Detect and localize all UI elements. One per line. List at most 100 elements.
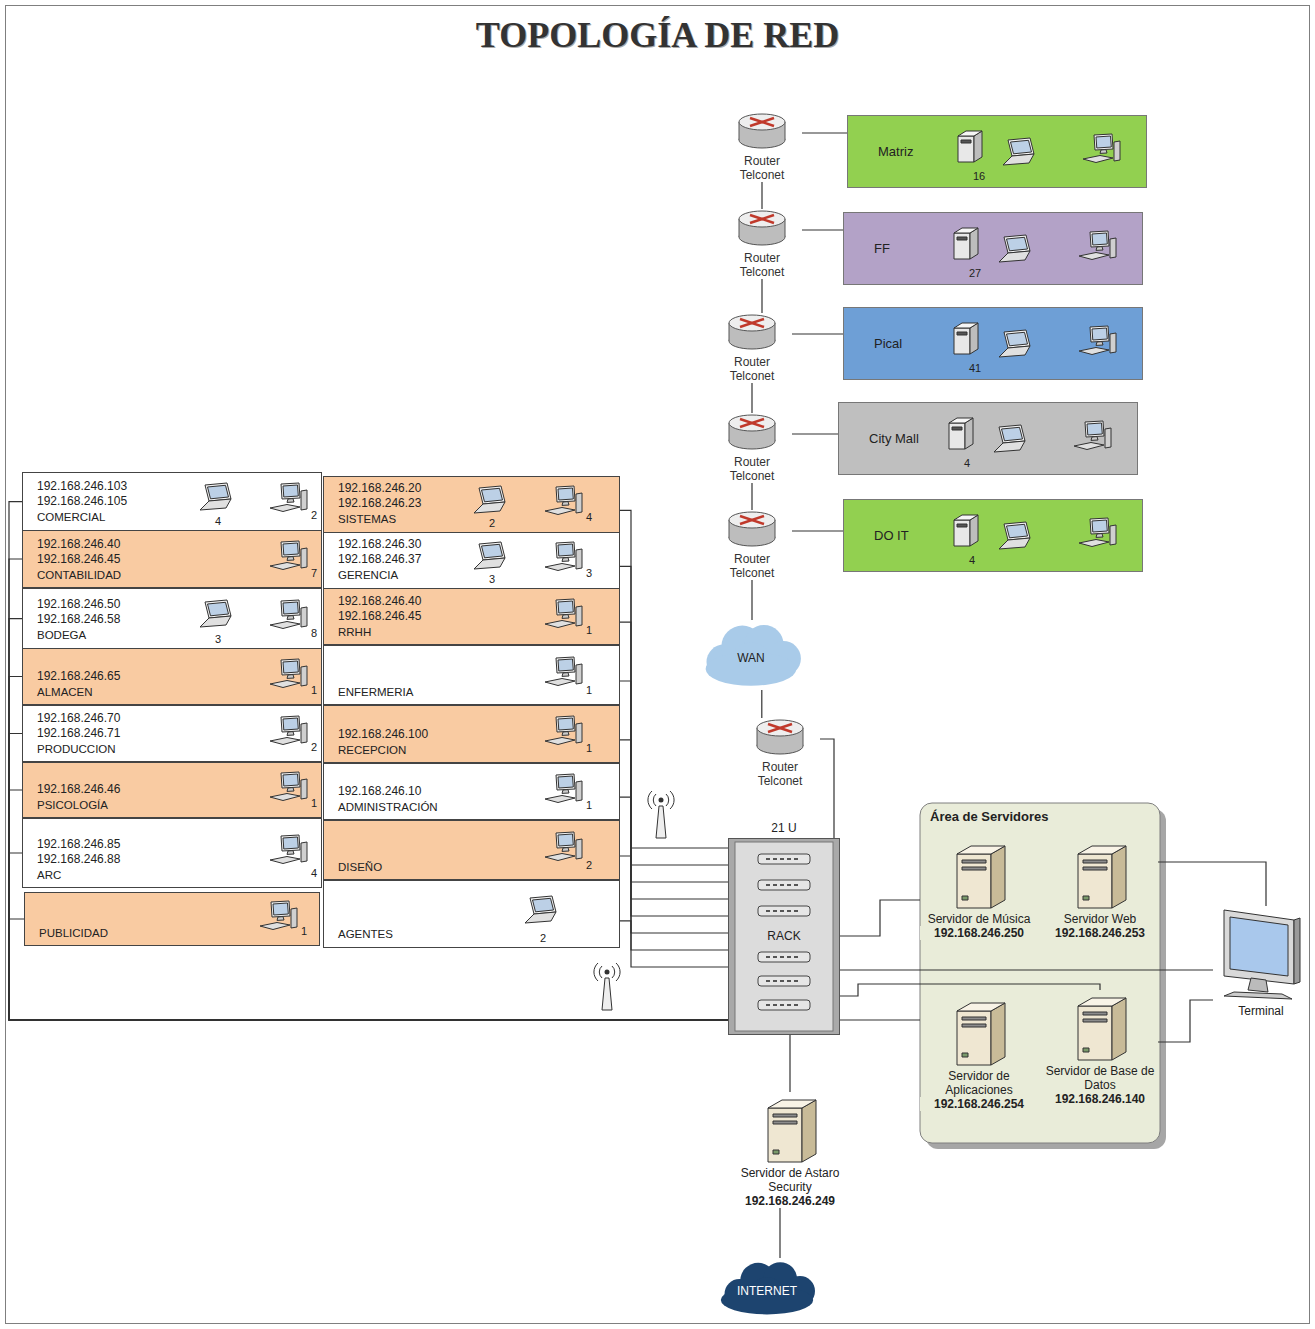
switch-port xyxy=(780,980,784,982)
device-icon xyxy=(469,542,511,572)
icon-shape xyxy=(270,622,300,629)
switch-port xyxy=(780,858,784,860)
device-icon xyxy=(954,320,980,356)
ip-address: 192.168.246.100 xyxy=(338,727,438,742)
icon-shape xyxy=(1110,333,1116,353)
network-link xyxy=(802,132,847,133)
device-count: 1 xyxy=(301,925,307,938)
icon-shape xyxy=(958,131,982,136)
server-area: Área de ServidoresServidor de Música192.… xyxy=(920,803,1160,1143)
wan-cloud: WAN xyxy=(697,620,805,690)
server-icon xyxy=(954,323,978,354)
ip-address: 192.168.246.70 192.168.246.71 xyxy=(37,711,137,741)
network-link xyxy=(820,739,834,838)
device-count: 8 xyxy=(311,627,317,640)
icon-shape xyxy=(1003,154,1034,165)
network-link xyxy=(1158,1000,1213,1042)
icon-shape xyxy=(729,315,775,331)
icon-shape xyxy=(1091,437,1098,441)
router-icon xyxy=(739,211,785,245)
icon-shape xyxy=(994,441,1025,452)
icon-shape xyxy=(556,774,575,790)
router-label: Router Telconet xyxy=(731,154,793,182)
network-link xyxy=(9,734,728,1021)
icon-shape xyxy=(479,486,505,504)
switch-port xyxy=(787,956,791,958)
device-icon xyxy=(195,483,237,513)
department-name: PSICOLOGÍA xyxy=(37,799,108,813)
signal-arc xyxy=(599,966,602,978)
icon-shape xyxy=(768,1108,802,1162)
switch-port xyxy=(787,980,791,982)
department-name: ADMINISTRACIÓN xyxy=(338,801,438,815)
rack-label: RACK xyxy=(728,929,840,943)
icon-shape xyxy=(962,867,986,870)
switch-port xyxy=(780,910,784,912)
department-name: AGENTES xyxy=(338,928,393,942)
server: Servidor de Base de Datos192.168.246.140 xyxy=(1042,990,1158,1106)
icon-shape xyxy=(1090,518,1109,534)
device-icon xyxy=(994,522,1034,550)
device-count: 3 xyxy=(586,567,592,580)
device-icon xyxy=(542,657,584,687)
network-link xyxy=(751,580,752,620)
network-link xyxy=(1158,862,1266,906)
icon-shape xyxy=(281,835,300,851)
icon-shape xyxy=(291,908,297,928)
icon-shape xyxy=(803,728,804,746)
router-icon xyxy=(757,720,803,754)
device-icon xyxy=(1070,990,1130,1062)
router-label: Router Telconet xyxy=(721,355,783,383)
icon-shape xyxy=(1079,540,1109,547)
department-box: 192.168.246.85 192.168.246.88ARC4 xyxy=(22,818,322,888)
icon-shape xyxy=(545,508,575,515)
icon-shape xyxy=(1105,428,1111,448)
server-icon xyxy=(949,418,973,449)
cloud-label: INTERNET xyxy=(737,1284,797,1298)
device-count: 1 xyxy=(586,684,592,697)
icon-shape xyxy=(729,520,730,538)
icon-shape xyxy=(1007,332,1028,346)
switch-port xyxy=(794,884,798,886)
switch-port xyxy=(794,910,798,912)
icon-shape xyxy=(283,837,298,849)
server-icon xyxy=(1078,846,1126,908)
network-link xyxy=(761,279,762,313)
device-count: 1 xyxy=(586,742,592,755)
icon-shape xyxy=(281,600,300,616)
icon-shape xyxy=(270,737,300,744)
icon-shape xyxy=(281,716,300,732)
icon-shape xyxy=(558,601,573,613)
icon-shape xyxy=(740,319,764,327)
desktop-icon xyxy=(545,832,582,861)
icon-shape xyxy=(283,485,298,497)
icon-shape xyxy=(1114,141,1120,161)
icon-shape xyxy=(1083,860,1107,863)
department-box: 192.168.246.65ALMACEN1 xyxy=(22,648,322,705)
icon-shape xyxy=(576,781,582,801)
wireless-antenna xyxy=(594,963,620,1010)
switch-port xyxy=(780,1004,784,1006)
antenna-tip xyxy=(605,970,610,975)
icon-shape xyxy=(271,901,290,917)
device-count: 7 xyxy=(311,567,317,580)
icon-shape xyxy=(200,499,231,510)
icon-shape xyxy=(281,541,300,557)
icon-shape xyxy=(260,923,290,930)
icon-shape xyxy=(954,233,970,259)
desktop-icon xyxy=(270,772,307,801)
icon-shape xyxy=(576,549,582,569)
network-link xyxy=(620,856,728,950)
device-icon xyxy=(949,995,1009,1067)
network-link xyxy=(620,921,728,967)
device-icon xyxy=(542,542,584,572)
icon-shape xyxy=(739,122,740,140)
laptop-icon xyxy=(999,522,1030,549)
device-icon xyxy=(267,541,309,571)
icon-shape xyxy=(729,512,775,528)
device-count: 1 xyxy=(311,797,317,810)
device-count: 27 xyxy=(969,267,981,280)
icon-shape xyxy=(525,912,556,923)
department-box: 192.168.246.20 192.168.246.23SISTEMAS24 xyxy=(323,476,620,533)
branch-name: DO IT xyxy=(874,528,909,544)
